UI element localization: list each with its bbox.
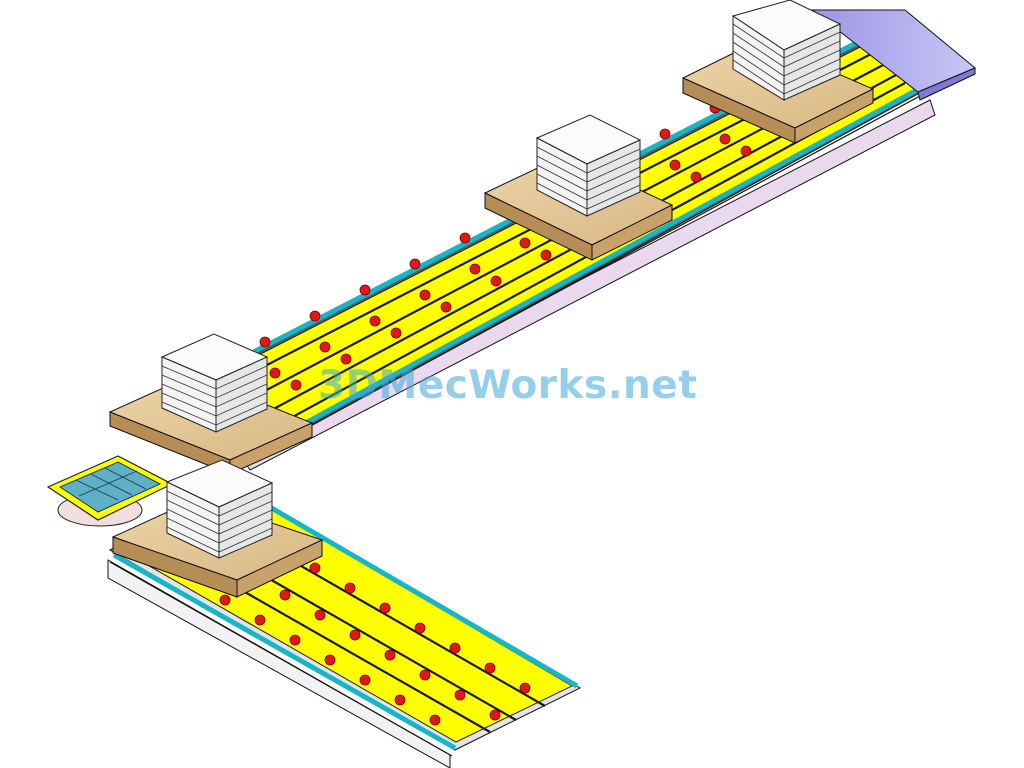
pallet-load-4 [681, 0, 875, 144]
lower-rail-edge [109, 561, 453, 757]
discharge-ramp [810, 9, 976, 101]
upper-conveyor [116, 37, 936, 471]
pallet-load-1-stack-lines [166, 490, 273, 553]
lower-rail-outer [230, 482, 579, 689]
pallet-load-4-stack-lines [732, 23, 841, 95]
turntable [46, 455, 174, 527]
lower-rail-inner [112, 552, 457, 751]
pallet-load-3 [483, 114, 674, 261]
turntable-mesh-lines [75, 467, 147, 501]
pallet-load-2 [108, 333, 314, 475]
turntable-mesh [58, 461, 162, 513]
pallet-load-3-stack-lines [536, 146, 641, 210]
upper-rail-inner [243, 87, 919, 459]
pallet-load-1 [111, 459, 324, 598]
upper-rail-edge [244, 95, 921, 462]
pallet-load-2-stack-lines [161, 365, 268, 426]
